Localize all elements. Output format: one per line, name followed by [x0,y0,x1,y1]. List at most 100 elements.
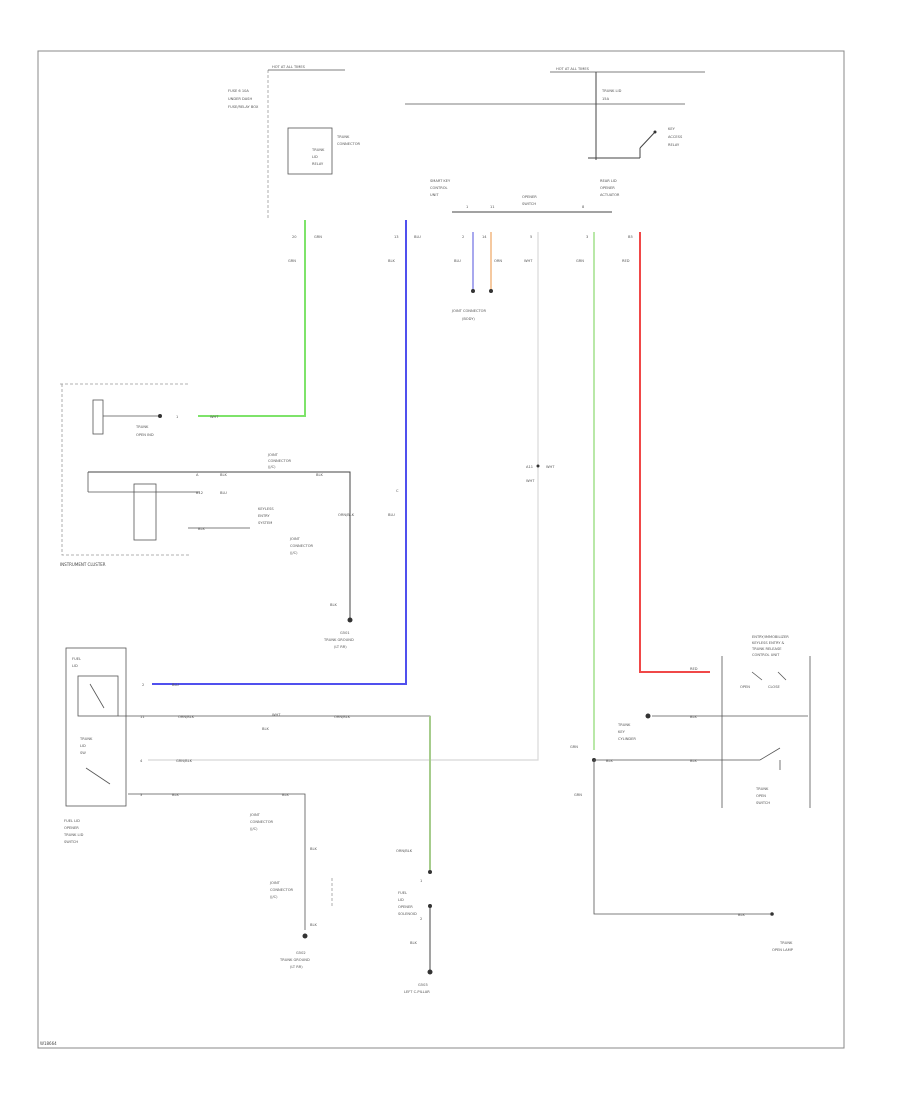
opener-switch-label: OPENER [522,195,537,199]
cluster-wire-code-e: BLK [316,473,323,477]
cluster-joint-label: JOINT [267,453,279,457]
fuel-switch-wire-d: BLK [262,727,269,731]
diagram-frame [37,50,845,1049]
fuel-switch-pin-blue: 2 [142,683,144,687]
green-wire-cluster [198,220,306,417]
trunk-lamp-wire [593,760,770,915]
trunk-relay-label-2: LID [312,155,318,159]
cluster-module [133,483,157,541]
cluster-wire-code-b: BLK [220,473,227,477]
fuel-switch-pin: 11 [140,715,145,719]
trunk-switch-return [128,793,306,930]
relay-switch-contact [653,130,657,134]
trunk-switch-label: TRUNK [79,737,93,741]
trunk-switch-wire-3: BLK [282,793,289,797]
fuel-switch-wire-c: ORN/BLK [334,715,351,719]
keyless-unit-label-2: ENTRY [258,514,270,518]
key-warning-label-2: ACCESS [668,135,683,139]
left-fuse-note-3: FUSE/RELAY BOX [228,105,259,109]
connector-pin-4: 20 [292,235,297,239]
indicator-lamp [92,399,104,435]
trunk-open-switch-label: TRUNK [755,787,769,791]
trunk-open-switch-label-3: SWITCH [756,801,770,805]
trunk-switch-blade [85,767,111,785]
fuel-switch-contact-box [77,675,119,717]
fuel-switch-blade [89,683,105,709]
wire-code-8: GRN [288,259,296,263]
trunk-switch-wire-2: BLK [172,793,179,797]
trunk-fuse-label-2: 15A [602,97,610,101]
blue-wire-fuel-switch [152,220,407,685]
fuel-lid-label-3: TRUNK LID [63,833,84,837]
joint-connector-3-label-2: CONNECTOR [250,820,274,824]
ground-g502-dot [302,933,308,939]
solenoid-ground-wire-code: BLK [410,941,417,945]
solenoid-bottom-dot [428,904,432,908]
trunk-switch-pin: 4 [140,759,143,763]
cluster-pin-d: C [396,489,399,493]
ground-g502-label-2: TRUNK GROUND [279,958,310,962]
hot-all-times-left: HOT AT ALL TIMES [272,65,306,69]
control-unit-pin-3: 8 [582,205,585,209]
fuel-opener-label-4: SOLENOID [398,912,417,916]
green-junction-wire-code: GRN [570,745,578,749]
rear-ctrl-label-2: OPENER [600,186,615,190]
red-wire-module [639,232,710,673]
trunk-switch-label-3: SW [80,751,86,755]
green-junction-wire-code-2: BLK [606,759,613,763]
cluster-wire-code-f: BLU [388,513,395,517]
trunk-lamp-dot [770,912,774,916]
hot-all-times-right: HOT AT ALL TIMES [556,67,590,71]
door-lock-label-2: LID [72,664,78,668]
ground-g502-label-3: (LT RR) [290,965,303,969]
fuel-switch-wire-b: WHT [272,713,281,717]
right-module-label-2: KEYLESS ENTRY & [752,641,785,645]
key-cylinder-label-2: KEY [618,730,626,734]
rear-ctrl-label-3: ACTUATOR [600,193,620,197]
keyless-unit-label: KEYLESS [258,507,274,511]
connector-pin-9: 3 [586,235,588,239]
fuel-opener-label-2: LID [398,898,404,902]
control-unit-pin-1: 1 [466,205,468,209]
ground-g501-label-2: TRUNK GROUND [323,638,354,642]
joint-connector-4-label-2: CONNECTOR [270,888,294,892]
trunk-connector-label: TRUNK [336,135,350,139]
module-red-wire-code: RED [690,667,698,671]
cluster-wire-code-d: BLK [198,527,205,531]
gray-wire-code: WHT [546,465,555,469]
key-warning-label-3: RELAY [668,143,680,147]
joint-connector-3-label: JOINT [249,813,261,817]
trunk-fuse-label: TRUNK LID [601,89,622,93]
trunk-lamp-wire-code-2: BLK [738,913,745,917]
fuel-opener-label: FUEL [398,891,407,895]
trunk-relay-label: TRUNK [311,148,325,152]
joint-connector-4-wire: BLK [310,847,317,851]
module-switch-blade [751,671,763,681]
ground-g501-label: G501 [340,631,350,635]
trunk-lamp-label-2: OPEN LAMP [772,948,794,952]
right-module-label-3: TRUNK RELEASE [751,647,782,651]
solenoid-top-dot [428,870,432,874]
fuel-switch-output [118,715,431,860]
solenoid-wire-code: ORN/BLK [396,849,413,853]
wire-code-3: BLU [454,259,461,263]
wire-code-9: BLK [388,259,395,263]
fuel-lid-switch-box [65,647,127,807]
cluster-wire-code-c: BLU [220,491,227,495]
trunk-connector-box [287,127,333,175]
fuel-lid-label-2: OPENER [64,826,79,830]
fuel-switch-wire-blue: BLU [172,683,179,687]
junction-connector-label: JOINT CONNECTOR [451,309,486,313]
trunk-lamp-wire-code: GRN [574,793,582,797]
key-cylinder-label: TRUNK [617,723,631,727]
fuel-lid-label: FUEL LID [64,819,80,823]
indicator-lamp-pin [158,414,162,418]
ground-g501-wire: BLK [330,603,337,607]
key-cylinder-label-3: CYLINDER [618,737,636,741]
connector-pin-6: 2 [462,235,464,239]
cluster-bus-upper [88,471,351,620]
left-fuse-note: FUSE 6 10A [228,89,249,93]
cluster-joint-label-2: CONNECTOR [268,459,292,463]
opener-switch-label-2: SWITCH [522,202,536,206]
